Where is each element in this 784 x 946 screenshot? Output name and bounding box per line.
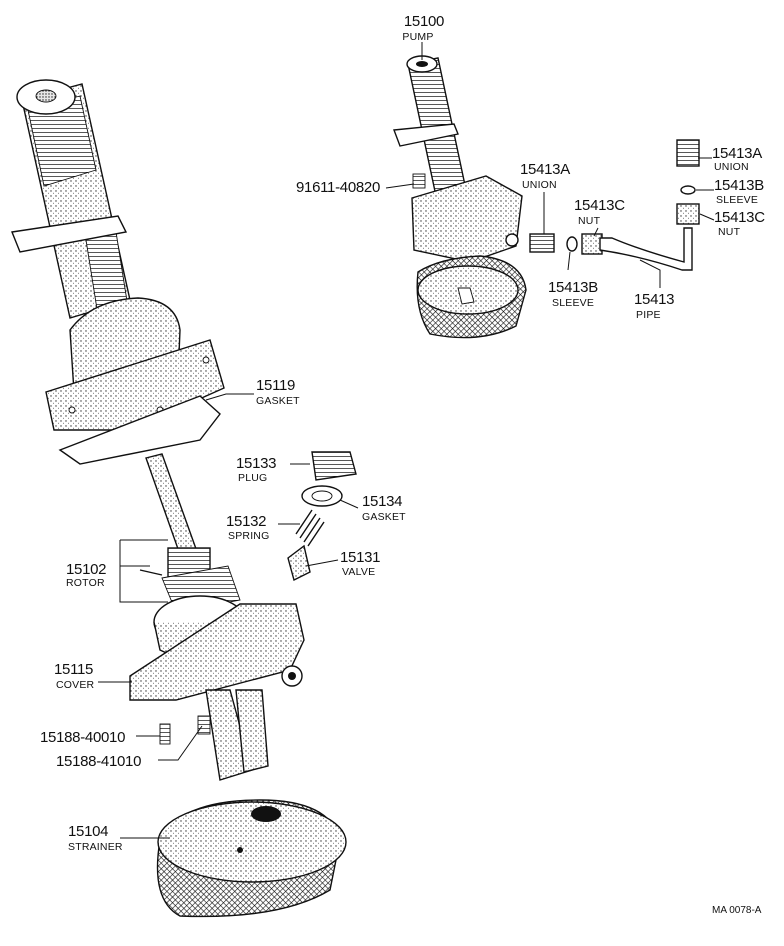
part-name: ROTOR <box>66 577 105 589</box>
part-number: 15413A <box>520 161 570 178</box>
part-name: STRAINER <box>68 841 123 853</box>
part-name: COVER <box>56 679 95 691</box>
part-number: 15132 <box>226 513 266 530</box>
callout-15100: 15100 PUMP <box>402 13 444 43</box>
assembled-pump-drawing <box>393 55 527 339</box>
part-number: 15131 <box>340 549 380 566</box>
drain-screw-15188 <box>159 715 211 745</box>
cover-15115-shape <box>129 595 305 781</box>
part-number: 91611-40820 <box>296 179 380 196</box>
spring-15132-shape <box>295 509 325 547</box>
callout-15413B-side: 15413B SLEEVE <box>714 177 765 206</box>
gasket-15119-shape <box>58 395 221 465</box>
part-name: SLEEVE <box>716 194 758 206</box>
part-number: 15115 <box>54 661 93 678</box>
part-number: 15102 <box>66 561 106 578</box>
pipe-fittings <box>529 139 700 271</box>
part-number: 15188-40010 <box>40 729 125 746</box>
main-assembly-drawing <box>11 79 347 918</box>
part-name: PLUG <box>238 472 267 484</box>
part-number: 15413A <box>712 145 762 162</box>
callout-15104: 15104 STRAINER <box>68 823 123 853</box>
part-name: SPRING <box>228 530 269 542</box>
part-number: 15104 <box>68 823 108 840</box>
callout-15413: 15413 PIPE <box>634 291 675 321</box>
union-15413A-side-shape <box>676 139 700 167</box>
callout-15132: 15132 SPRING <box>226 513 269 542</box>
part-number: 15413B <box>714 177 764 194</box>
callout-15119: 15119 GASKET <box>256 377 300 407</box>
part-name: UNION <box>522 179 557 191</box>
callout-15115: 15115 COVER <box>54 661 95 691</box>
part-name: SLEEVE <box>552 297 594 309</box>
part-number: 15100 <box>404 13 444 30</box>
part-number: 15134 <box>362 493 402 510</box>
part-number: 15413 <box>634 291 674 308</box>
pump-shaft-tube <box>16 79 131 329</box>
callout-91611-40820: 91611-40820 <box>296 179 380 196</box>
part-name: GASKET <box>362 511 406 523</box>
mounting-flange <box>11 215 128 253</box>
callout-15413A-main: 15413A UNION <box>520 161 571 191</box>
callout-15413B-main: 15413B SLEEVE <box>548 279 599 309</box>
part-number: 15188-41010 <box>56 753 141 770</box>
nut-15413C-side-shape <box>676 203 700 225</box>
plug-15133-shape <box>311 451 357 481</box>
sleeve-15413B-side-shape <box>680 185 696 195</box>
strainer-15104-shape <box>156 799 347 918</box>
callout-15134: 15134 GASKET <box>362 493 406 523</box>
diagram-code: MA 0078-A <box>712 905 762 916</box>
part-number: 15119 <box>256 377 295 394</box>
part-name: GASKET <box>256 395 300 407</box>
callout-15188-41010: 15188-41010 <box>56 753 141 770</box>
part-name: PIPE <box>636 309 661 321</box>
callout-15413C-side: 15413C NUT <box>714 209 766 238</box>
callout-15133: 15133 PLUG <box>236 455 277 484</box>
part-name: PUMP <box>402 31 433 43</box>
part-name: VALVE <box>342 566 375 578</box>
part-number: 15413C <box>574 197 625 214</box>
callout-15188-40010: 15188-40010 <box>40 729 125 746</box>
leader-lines <box>98 42 715 839</box>
pipe-15413-shape <box>599 227 693 271</box>
part-name: NUT <box>578 215 601 227</box>
callout-15413C-main: 15413C NUT <box>574 197 626 227</box>
part-number: 15133 <box>236 455 276 472</box>
callout-15131: 15131 VALVE <box>340 549 381 578</box>
union-15413A-main-shape <box>529 233 555 253</box>
callout-15413A-side: 15413A UNION <box>712 145 763 173</box>
nut-15413C-main-shape <box>581 233 603 255</box>
sleeve-15413B-main-shape <box>566 236 578 252</box>
part-number: 15413C <box>714 209 765 226</box>
part-number: 15413B <box>548 279 598 296</box>
part-name: UNION <box>714 161 749 173</box>
valve-15131-shape <box>287 544 311 582</box>
relief-valve-parts <box>287 451 357 582</box>
part-name: NUT <box>718 226 741 238</box>
callout-15102: 15102 ROTOR <box>66 561 107 589</box>
